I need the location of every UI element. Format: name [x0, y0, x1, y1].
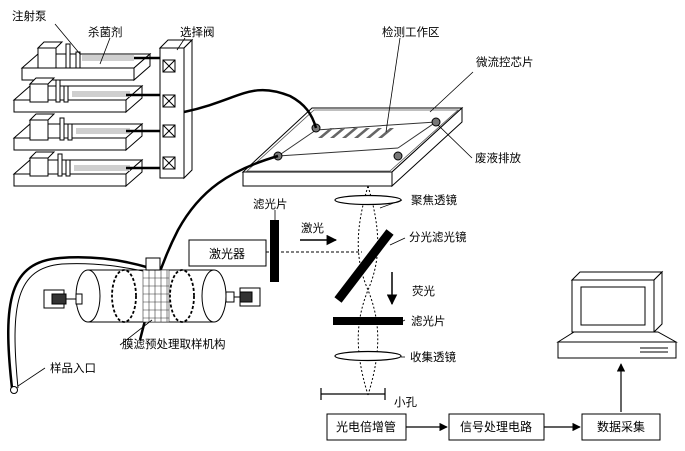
membrane-sampling-unit [7, 256, 261, 394]
bactericide-label: 杀菌剂 [88, 25, 123, 39]
microfluidic-chip-label: 微流控芯片 [476, 55, 534, 69]
selector-valve-label: 选择阀 [180, 25, 215, 39]
right-motor [225, 287, 261, 307]
data-acquisition-label: 数据采集 [597, 419, 645, 434]
bottom-filter [333, 317, 403, 325]
collect-lens-label: 收集透镜 [410, 350, 456, 364]
microfluidic-chip [241, 106, 464, 188]
bottom-filter-label: 滤光片 [411, 314, 446, 328]
sample-inlet-label: 样品入口 [50, 361, 96, 375]
valve-port-3 [162, 124, 176, 138]
membrane-unit-label: 膜滤预处理取样机构 [122, 337, 226, 351]
collect-lens [334, 350, 402, 362]
membrane-grid [142, 269, 170, 323]
laser-box: 激光器 [188, 239, 267, 267]
syringe-pump-unit-4 [12, 151, 160, 188]
pmt-label: 光电倍增管 [336, 419, 396, 434]
dichroic-mirror [334, 229, 394, 303]
pmt-box: 光电倍增管 [326, 413, 407, 441]
syringe-pump-unit-2 [12, 77, 160, 114]
syringe-pump-array [12, 41, 160, 188]
optical-path [266, 185, 403, 400]
pinhole-label: 小孔 [394, 395, 417, 409]
chip-outlet-port [431, 117, 441, 127]
syringe-pump-label: 注射泵 [12, 9, 47, 23]
syringe-pump-unit-3 [12, 113, 160, 152]
signal-circuit-label: 信号处理电路 [460, 419, 532, 434]
leader-lines [17, 23, 474, 387]
labels-layer: 注射泵 杀菌剂 选择阀 检测工作区 微流控芯片 废液排放 滤光片 激光 聚焦透镜… [12, 9, 534, 409]
chip-channels [277, 121, 437, 157]
focus-lens-label: 聚焦透镜 [411, 193, 457, 207]
chip-waste-port [393, 151, 403, 161]
detection-zone-label: 检测工作区 [382, 25, 440, 39]
pinhole [320, 388, 386, 400]
valve-port-4 [162, 156, 176, 170]
top-filter-label: 滤光片 [253, 197, 288, 211]
top-filter [270, 220, 279, 282]
selector-valve [158, 38, 194, 180]
dichroic-mirror-label: 分光滤光镜 [409, 230, 467, 244]
syringe-pump-unit-1 [20, 41, 160, 82]
focus-lens [334, 194, 402, 206]
waste-discharge-label: 废液排放 [475, 151, 521, 165]
data-acquisition-box: 数据采集 [581, 413, 661, 441]
laser-text-label: 激光 [301, 221, 324, 235]
valve-port-1 [162, 59, 176, 73]
fluorescence-label: 荧光 [412, 284, 435, 298]
detection-zone-bars [318, 128, 394, 138]
left-motor [43, 289, 83, 309]
computer-icon [556, 270, 678, 359]
laser-box-label: 激光器 [209, 247, 245, 261]
valve-port-2 [162, 94, 176, 108]
signal-circuit-box: 信号处理电路 [448, 413, 545, 441]
